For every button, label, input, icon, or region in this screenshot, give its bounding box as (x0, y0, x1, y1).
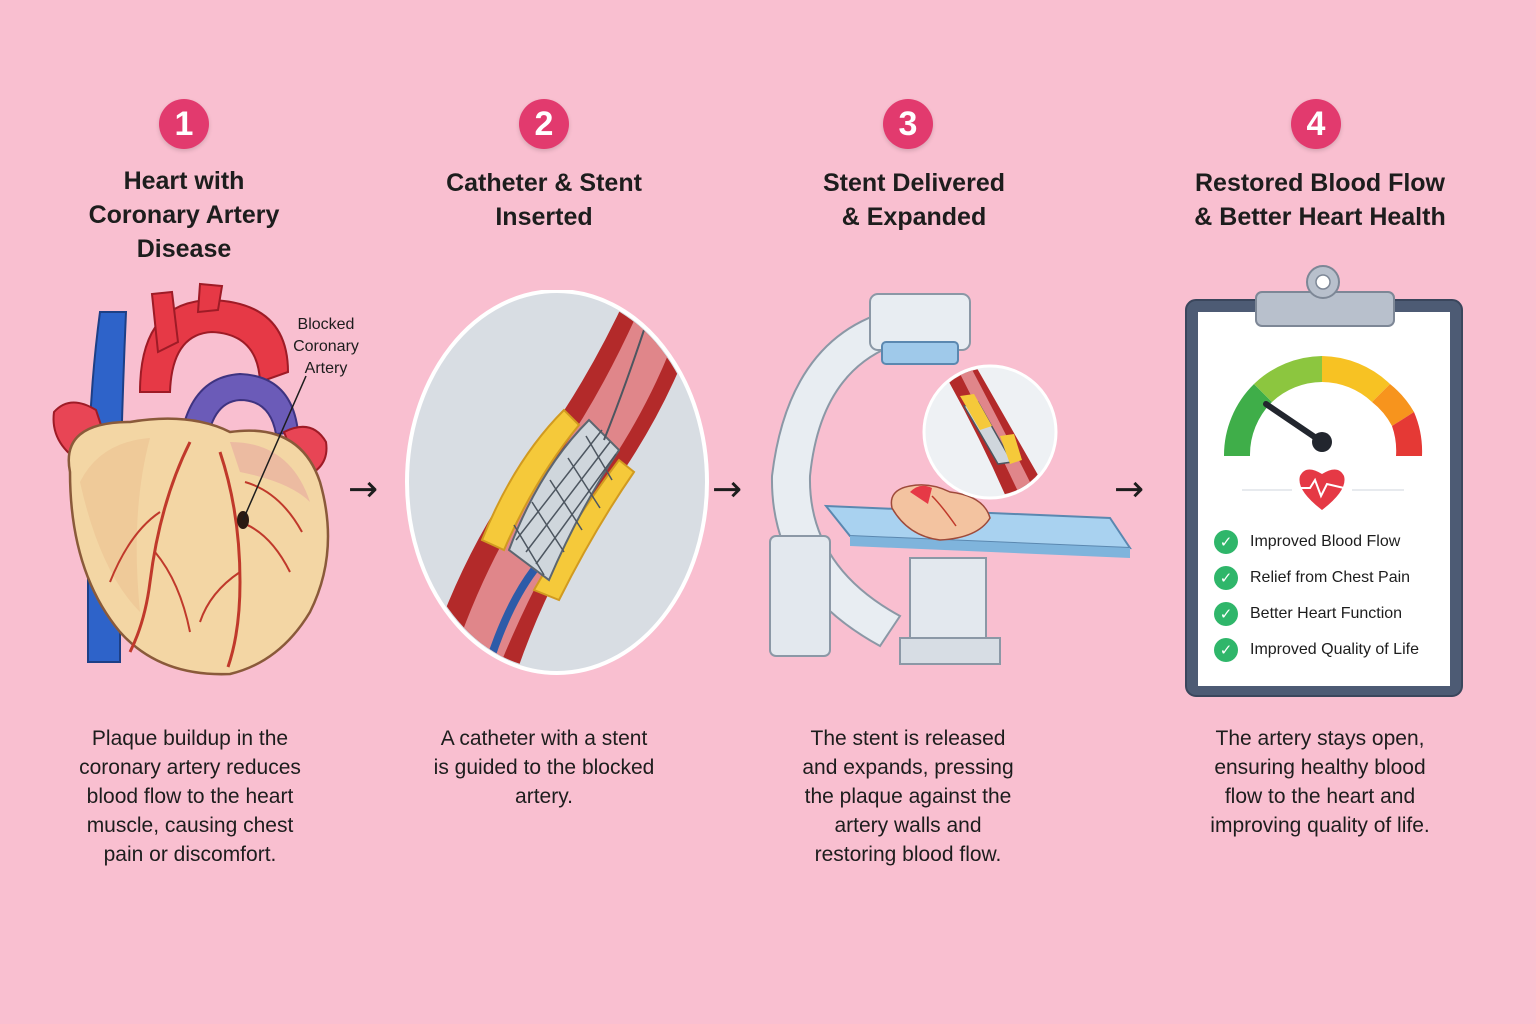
heartbeat-icon (1299, 469, 1345, 510)
step-3-number-badge: 3 (883, 99, 933, 149)
step-4-number-badge: 4 (1291, 99, 1341, 149)
step-1-number-badge: 1 (159, 99, 209, 149)
benefit-label: Improved Blood Flow (1250, 533, 1401, 550)
check-icon: ✓ (1214, 566, 1238, 590)
step-4-description: The artery stays open, ensuring healthy … (1210, 727, 1430, 837)
benefit-label: Relief from Chest Pain (1250, 569, 1411, 586)
benefits-list: ✓ Improved Blood Flow ✓ Relief from Ches… (1214, 524, 1419, 668)
step-3-title: Stent Delivered & Expanded (822, 169, 1005, 231)
step-1-description: Plaque buildup in the coronary artery re… (79, 727, 301, 866)
check-icon: ✓ (1214, 530, 1238, 554)
benefit-label: Improved Quality of Life (1250, 641, 1419, 658)
heart-illustration (52, 282, 330, 676)
check-icon: ✓ (1214, 602, 1238, 626)
step-3-description: The stent is released and expands, press… (802, 727, 1014, 866)
list-item: ✓ Improved Quality of Life (1214, 632, 1419, 668)
arrow-icon: → (712, 469, 743, 510)
cath-lab-illustration (769, 293, 1132, 665)
blocked-artery-callout: Blocked Coronary Artery (293, 316, 359, 377)
list-item: ✓ Improved Blood Flow (1214, 524, 1419, 560)
health-gauge-icon (1223, 356, 1423, 456)
benefit-label: Better Heart Function (1250, 605, 1403, 622)
catheter-stent-illustration (405, 290, 709, 675)
step-2-number-badge: 2 (519, 99, 569, 149)
arrow-icon: → (1114, 469, 1145, 510)
clipboard-illustration (1185, 265, 1463, 697)
step-4-title: Restored Blood Flow & Better Heart Healt… (1194, 169, 1446, 231)
arrow-icon: → (348, 469, 379, 510)
step-1-title: Heart with Coronary Artery Disease (88, 167, 280, 263)
list-item: ✓ Better Heart Function (1214, 596, 1419, 632)
check-icon: ✓ (1214, 638, 1238, 662)
step-2-title: Catheter & Stent Inserted (446, 169, 642, 231)
step-2-description: A catheter with a stent is guided to the… (433, 727, 655, 808)
list-item: ✓ Relief from Chest Pain (1214, 560, 1419, 596)
